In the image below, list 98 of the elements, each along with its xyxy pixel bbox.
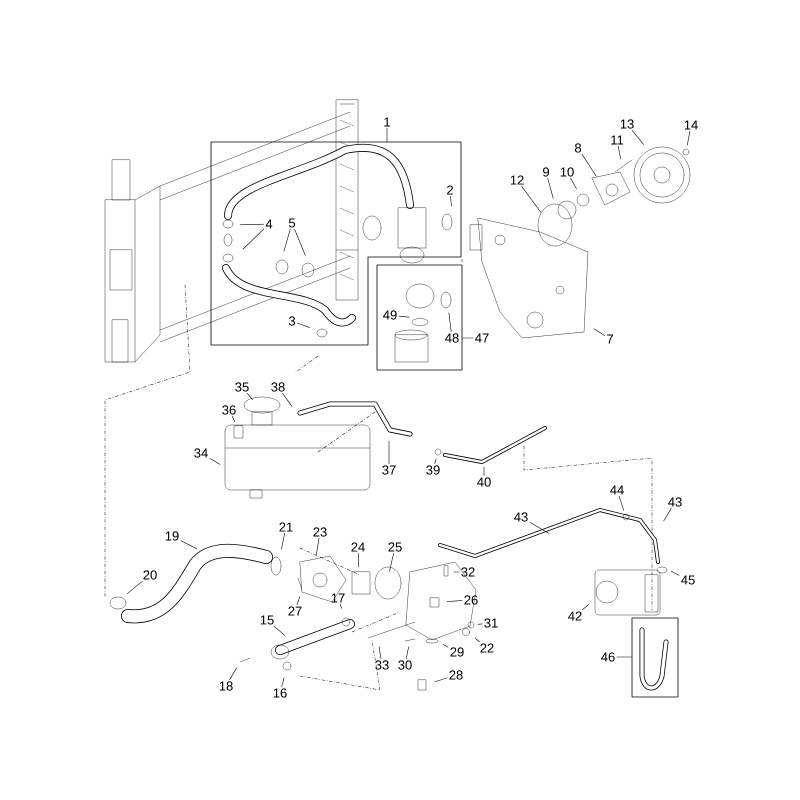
leader-line <box>686 130 690 146</box>
leader-line <box>316 538 320 556</box>
callout-number: 16 <box>274 688 287 698</box>
leader-line <box>478 624 482 625</box>
callout-number: 49 <box>383 310 397 320</box>
callout-number: 12 <box>510 175 524 185</box>
callout-number: 37 <box>382 465 396 475</box>
callout-number: 25 <box>388 542 402 552</box>
leader-line <box>281 532 286 550</box>
callout-number: 7 <box>607 334 613 344</box>
leader-line <box>296 596 300 606</box>
leader-line <box>406 646 409 659</box>
frame-box <box>632 618 678 698</box>
leader-line <box>388 440 390 464</box>
leader-line <box>282 393 292 407</box>
leader-line <box>594 328 605 336</box>
callout-number: 14 <box>684 120 698 130</box>
callout-number: 2 <box>447 185 453 195</box>
callout-number: 36 <box>222 405 236 415</box>
callout-number: 32 <box>461 567 475 577</box>
leader-line <box>242 228 264 250</box>
callout-number: 8 <box>574 143 582 153</box>
callout-number: 9 <box>543 167 549 177</box>
leader-line <box>232 416 236 422</box>
callout-number: 4 <box>266 220 272 228</box>
leader-line <box>358 552 360 568</box>
callout-number: 30 <box>398 660 412 670</box>
leader-line <box>582 604 589 610</box>
callout-number: 5 <box>288 218 296 228</box>
callout-number: 28 <box>449 670 463 680</box>
leader-line <box>450 196 452 206</box>
callout-number: 29 <box>450 647 464 657</box>
callout-number: 39 <box>426 465 440 475</box>
callout-number: 17 <box>332 594 345 602</box>
frame-box <box>376 264 462 370</box>
leader-line <box>389 553 394 572</box>
leader-line <box>340 604 342 609</box>
callout-number: 27 <box>288 606 302 616</box>
callout-number: 20 <box>143 570 157 580</box>
callout-number: 43 <box>514 512 528 522</box>
callout-number: 10 <box>560 167 574 177</box>
leader-line <box>434 458 436 464</box>
frame-box <box>210 142 462 346</box>
leader-line <box>632 130 644 145</box>
callout-number: 48 <box>445 333 459 343</box>
leader-line <box>246 393 253 400</box>
leader-line <box>547 178 554 199</box>
callout-number: 15 <box>260 615 274 625</box>
leader-line <box>530 522 550 534</box>
callout-number: 18 <box>220 681 233 691</box>
leader-line <box>378 646 382 659</box>
callout-number: 1 <box>384 118 390 126</box>
callout-number: 34 <box>194 448 208 458</box>
leader-line <box>180 540 198 550</box>
leader-line <box>582 154 596 176</box>
leader-line <box>670 570 680 576</box>
leader-line <box>229 668 237 680</box>
callout-number: 31 <box>484 618 498 628</box>
callout-number: 40 <box>477 477 491 487</box>
leader-line <box>386 128 388 142</box>
callout-number: 46 <box>601 652 615 662</box>
callout-number: 3 <box>288 316 296 326</box>
callout-number: 43 <box>668 497 682 507</box>
leader-line <box>618 146 621 160</box>
callout-number: 47 <box>475 334 489 342</box>
leader-line <box>281 677 284 687</box>
callout-number: 19 <box>166 531 179 541</box>
leader-line <box>274 626 286 636</box>
callout-number: 44 <box>610 486 624 494</box>
callout-number: 38 <box>271 382 285 392</box>
callout-number: 23 <box>313 527 327 537</box>
callout-number: 21 <box>279 522 293 532</box>
callout-number: 26 <box>464 595 478 605</box>
leader-line <box>240 224 264 226</box>
callout-number: 13 <box>620 119 634 129</box>
leader-line <box>616 656 632 658</box>
leader-line <box>475 638 480 642</box>
callout-number: 22 <box>480 643 494 653</box>
leader-line <box>294 228 306 256</box>
callout-number: 11 <box>611 136 624 144</box>
leader-line <box>570 178 577 190</box>
leader-line <box>127 581 143 594</box>
leader-line <box>521 186 542 213</box>
callout-number: 24 <box>351 542 365 552</box>
callout-number: 35 <box>235 382 249 392</box>
leader-line <box>442 644 448 648</box>
leader-line <box>446 600 462 602</box>
leader-line <box>284 228 291 252</box>
leader-line <box>434 678 448 682</box>
leader-line <box>398 316 410 318</box>
leader-line <box>210 458 220 465</box>
leader-line <box>663 508 672 522</box>
callout-number: 33 <box>375 660 389 670</box>
leader-line <box>448 312 452 332</box>
leader-line <box>618 496 624 511</box>
leader-line <box>297 322 310 328</box>
callout-number: 42 <box>568 611 582 621</box>
callout-number: 45 <box>681 575 695 585</box>
